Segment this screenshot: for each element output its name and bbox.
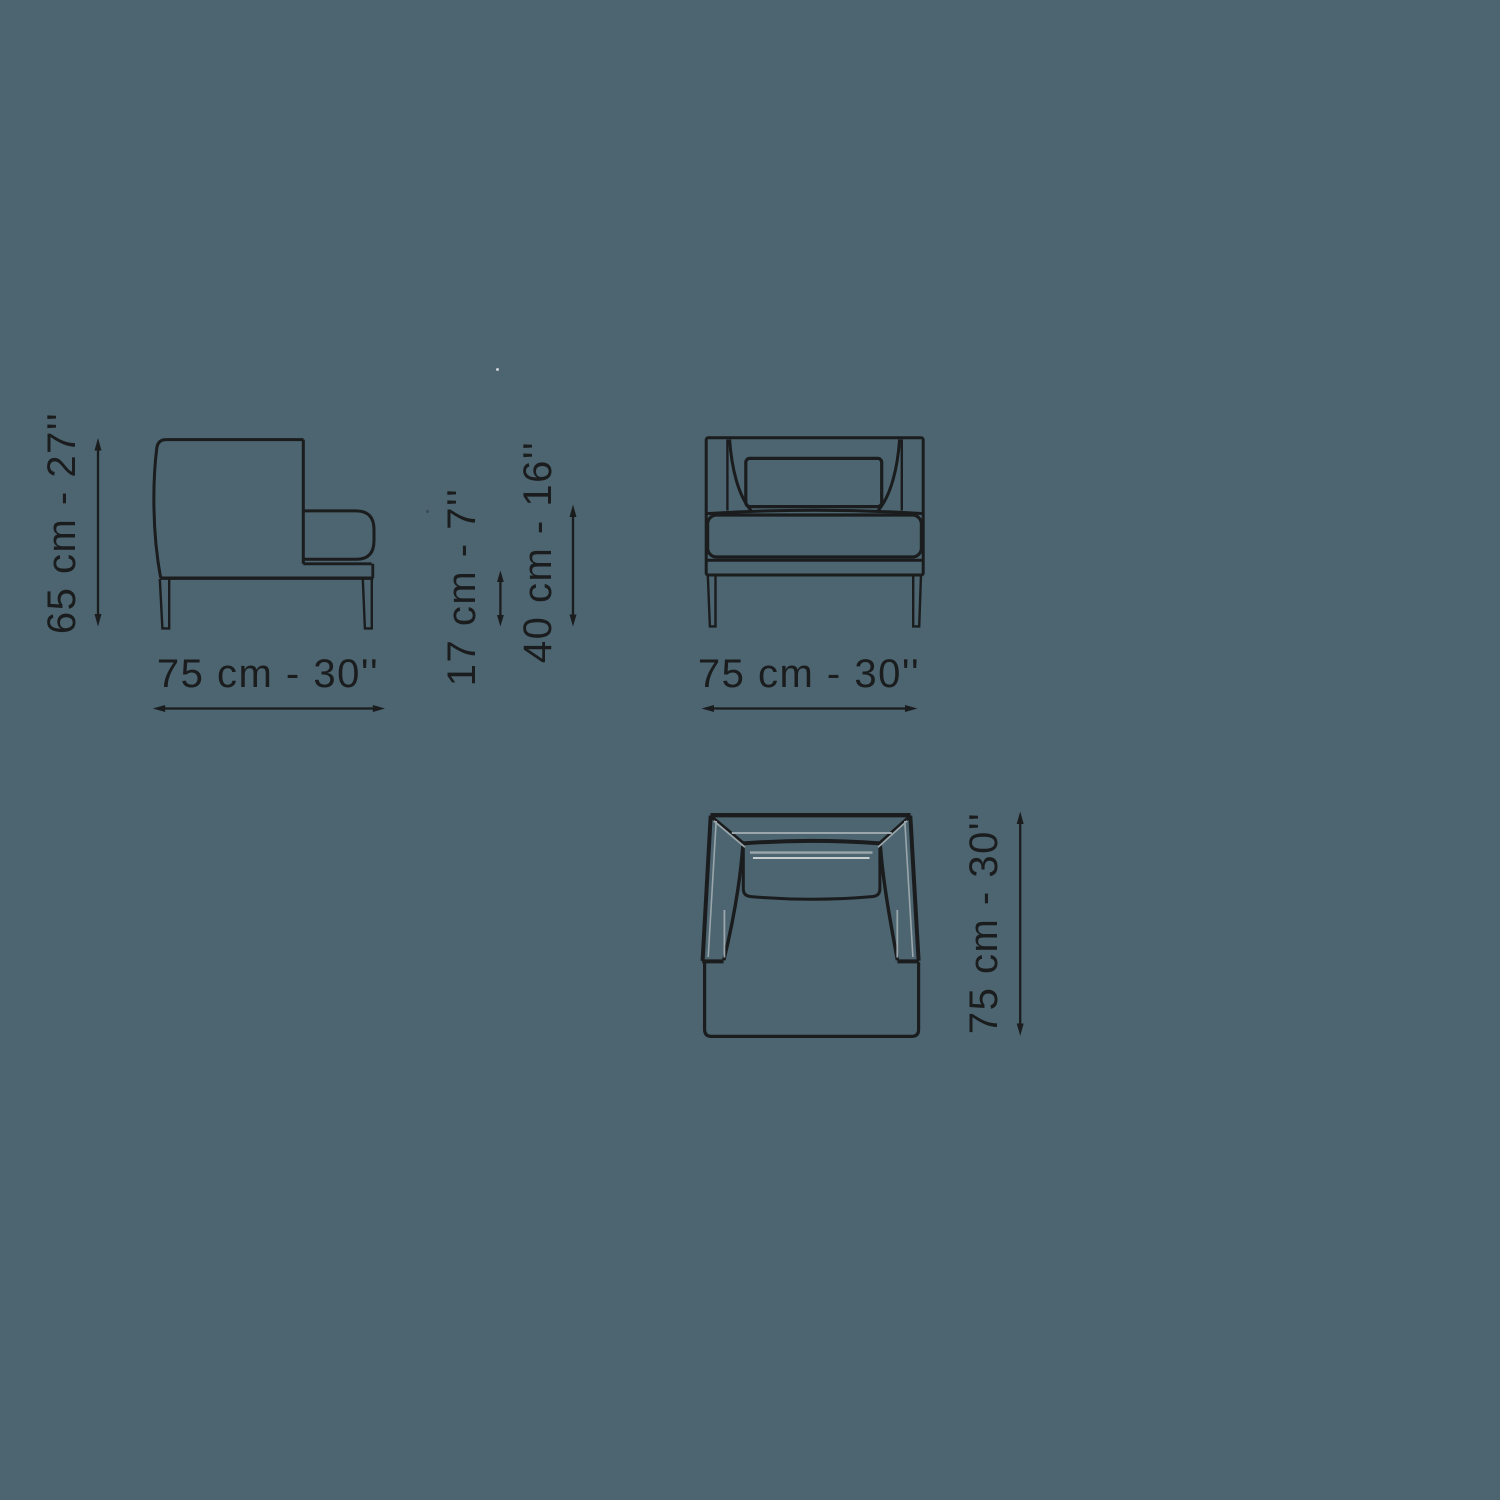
dimension-arrows	[94, 438, 1024, 1036]
artifact-dot-mid	[426, 510, 429, 513]
top-depth-label: 75 cm - 30''	[962, 811, 1006, 1035]
side-width-arrow	[152, 705, 385, 712]
seat-height-arrow	[569, 504, 577, 627]
front-width-arrow	[701, 705, 918, 712]
front-width-label: 75 cm - 30''	[697, 652, 921, 696]
artifact-dot-top	[496, 368, 499, 371]
top-seat-outline	[703, 962, 921, 1038]
top-left-inner-arm	[722, 845, 745, 961]
side-view-drawing	[152, 438, 376, 630]
front-seat-cushion	[705, 513, 923, 559]
top-right-outer-edge	[908, 815, 921, 961]
seat-height-label: 40 cm - 16''	[516, 440, 560, 664]
front-left-leg	[706, 574, 717, 628]
top-cushion-outline	[741, 843, 882, 901]
base-height-arrow	[497, 570, 504, 627]
front-view-drawing	[704, 436, 925, 628]
side-width-label: 75 cm - 30''	[156, 652, 380, 696]
top-right-inner-arm	[878, 845, 900, 961]
side-height-label: 65 cm - 27''	[40, 411, 84, 635]
front-back-cushion	[744, 456, 884, 509]
side-back-outline	[152, 438, 304, 578]
top-cushion-back-edge	[743, 838, 881, 846]
side-height-arrow	[94, 438, 102, 627]
side-right-leg	[361, 578, 373, 630]
base-height-label: 17 cm - 7''	[440, 487, 484, 687]
top-view-drawing	[700, 813, 921, 1038]
top-seam-lines	[707, 820, 914, 958]
side-left-leg	[158, 578, 171, 630]
side-armrest	[303, 509, 376, 561]
front-right-leg	[912, 574, 923, 628]
front-seat-arc	[706, 508, 923, 516]
front-outer-frame	[704, 436, 925, 577]
top-depth-arrow	[1016, 811, 1024, 1036]
front-left-arm-curve	[728, 439, 753, 512]
top-left-outer-edge	[700, 815, 713, 961]
